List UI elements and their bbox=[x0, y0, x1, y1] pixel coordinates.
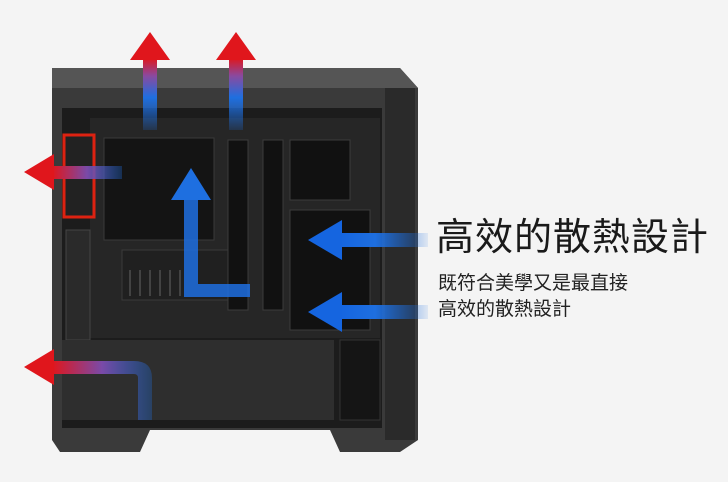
exhaust-arrow-rear bbox=[24, 154, 122, 190]
airflow-arrow-internal bbox=[171, 168, 250, 297]
exhaust-arrow-bottom bbox=[24, 349, 152, 420]
exhaust-arrow-top-2 bbox=[216, 32, 256, 130]
subtext-line-1: 既符合美學又是最直接 bbox=[438, 272, 629, 294]
exhaust-arrow-top-1 bbox=[130, 32, 170, 130]
psu-shroud bbox=[62, 340, 334, 420]
headline: 高效的散熱設計 bbox=[436, 215, 710, 259]
subtext-line-2: 高效的散熱設計 bbox=[438, 298, 572, 320]
subtext: 既符合美學又是最直接 高效的散熱設計 bbox=[438, 270, 628, 322]
intake-arrow-front-2 bbox=[308, 292, 428, 332]
intake-arrow-front-1 bbox=[308, 220, 428, 260]
pc-case bbox=[52, 68, 418, 452]
